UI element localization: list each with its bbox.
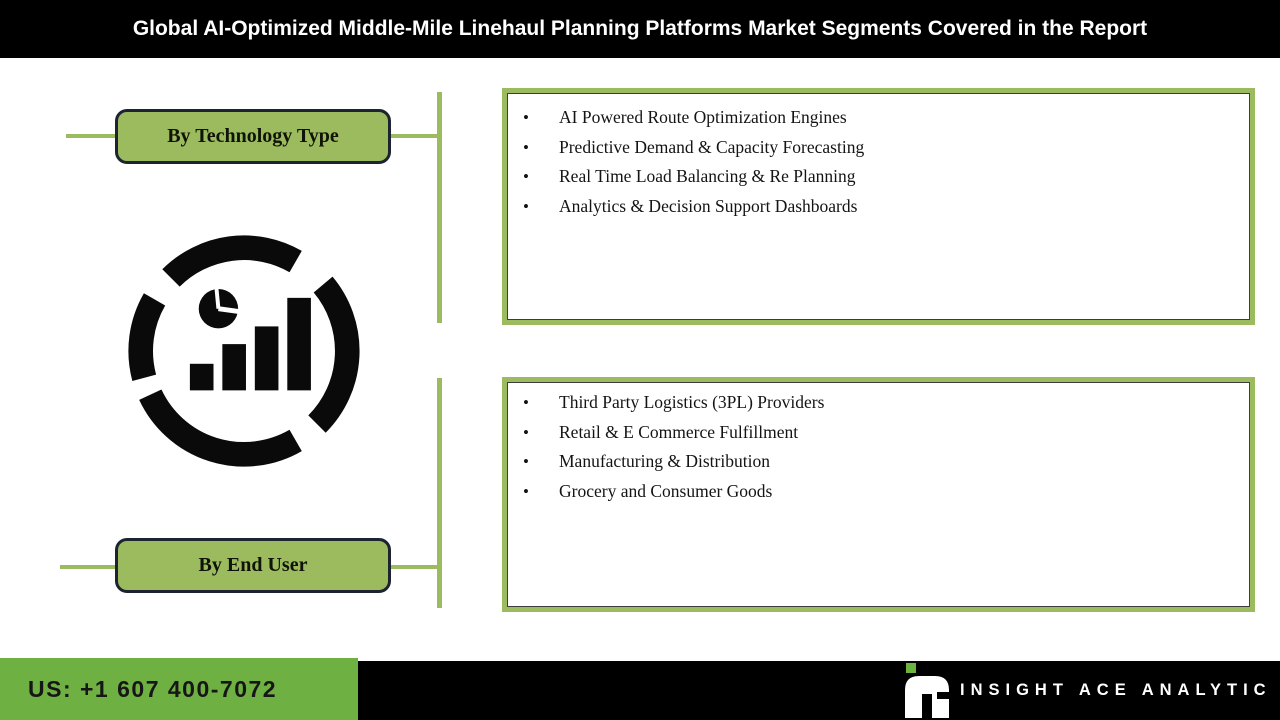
list-item: Analytics & Decision Support Dashboards — [507, 192, 1238, 222]
end-user-list-box: Third Party Logistics (3PL) Providers Re… — [502, 377, 1255, 612]
technology-type-list-box: AI Powered Route Optimization Engines Pr… — [502, 88, 1255, 325]
phone-number: US: +1 607 400-7072 — [28, 675, 278, 702]
broken-ring — [128, 235, 360, 467]
list-item: Real Time Load Balancing & Re Planning — [507, 162, 1238, 192]
analytics-chart-icon — [121, 228, 367, 474]
list-item: AI Powered Route Optimization Engines — [507, 103, 1238, 133]
connector-line-vertical — [437, 378, 442, 608]
analytics-chart-icon-svg — [128, 235, 360, 467]
end-user-list: Third Party Logistics (3PL) Providers Re… — [507, 382, 1250, 506]
connector-line — [391, 565, 438, 569]
connector-line — [66, 134, 115, 138]
pie-chart-glyph — [198, 287, 241, 329]
insight-ace-logo-icon — [905, 663, 949, 718]
connector-line-vertical — [437, 92, 442, 323]
segment-button-end-user[interactable]: By End User — [115, 538, 391, 593]
bar-chart-glyph — [189, 297, 311, 391]
list-item: Manufacturing & Distribution — [507, 447, 1238, 477]
list-item: Grocery and Consumer Goods — [507, 477, 1238, 507]
page-title: Global AI-Optimized Middle-Mile Linehaul… — [132, 17, 1148, 40]
phone-block: US: +1 607 400-7072 — [0, 658, 358, 720]
connector-line — [60, 565, 115, 569]
title-bar: Global AI-Optimized Middle-Mile Linehaul… — [0, 0, 1280, 58]
brand-name: INSIGHT ACE ANALYTIC — [960, 681, 1272, 699]
connector-line — [391, 134, 438, 138]
technology-type-list: AI Powered Route Optimization Engines Pr… — [507, 93, 1250, 221]
brand-logo-group: INSIGHT ACE ANALYTIC — [904, 661, 1272, 720]
list-item: Retail & E Commerce Fulfillment — [507, 418, 1238, 448]
segment-button-technology-type[interactable]: By Technology Type — [115, 109, 391, 164]
list-item: Predictive Demand & Capacity Forecasting — [507, 133, 1238, 163]
list-item: Third Party Logistics (3PL) Providers — [507, 388, 1238, 418]
